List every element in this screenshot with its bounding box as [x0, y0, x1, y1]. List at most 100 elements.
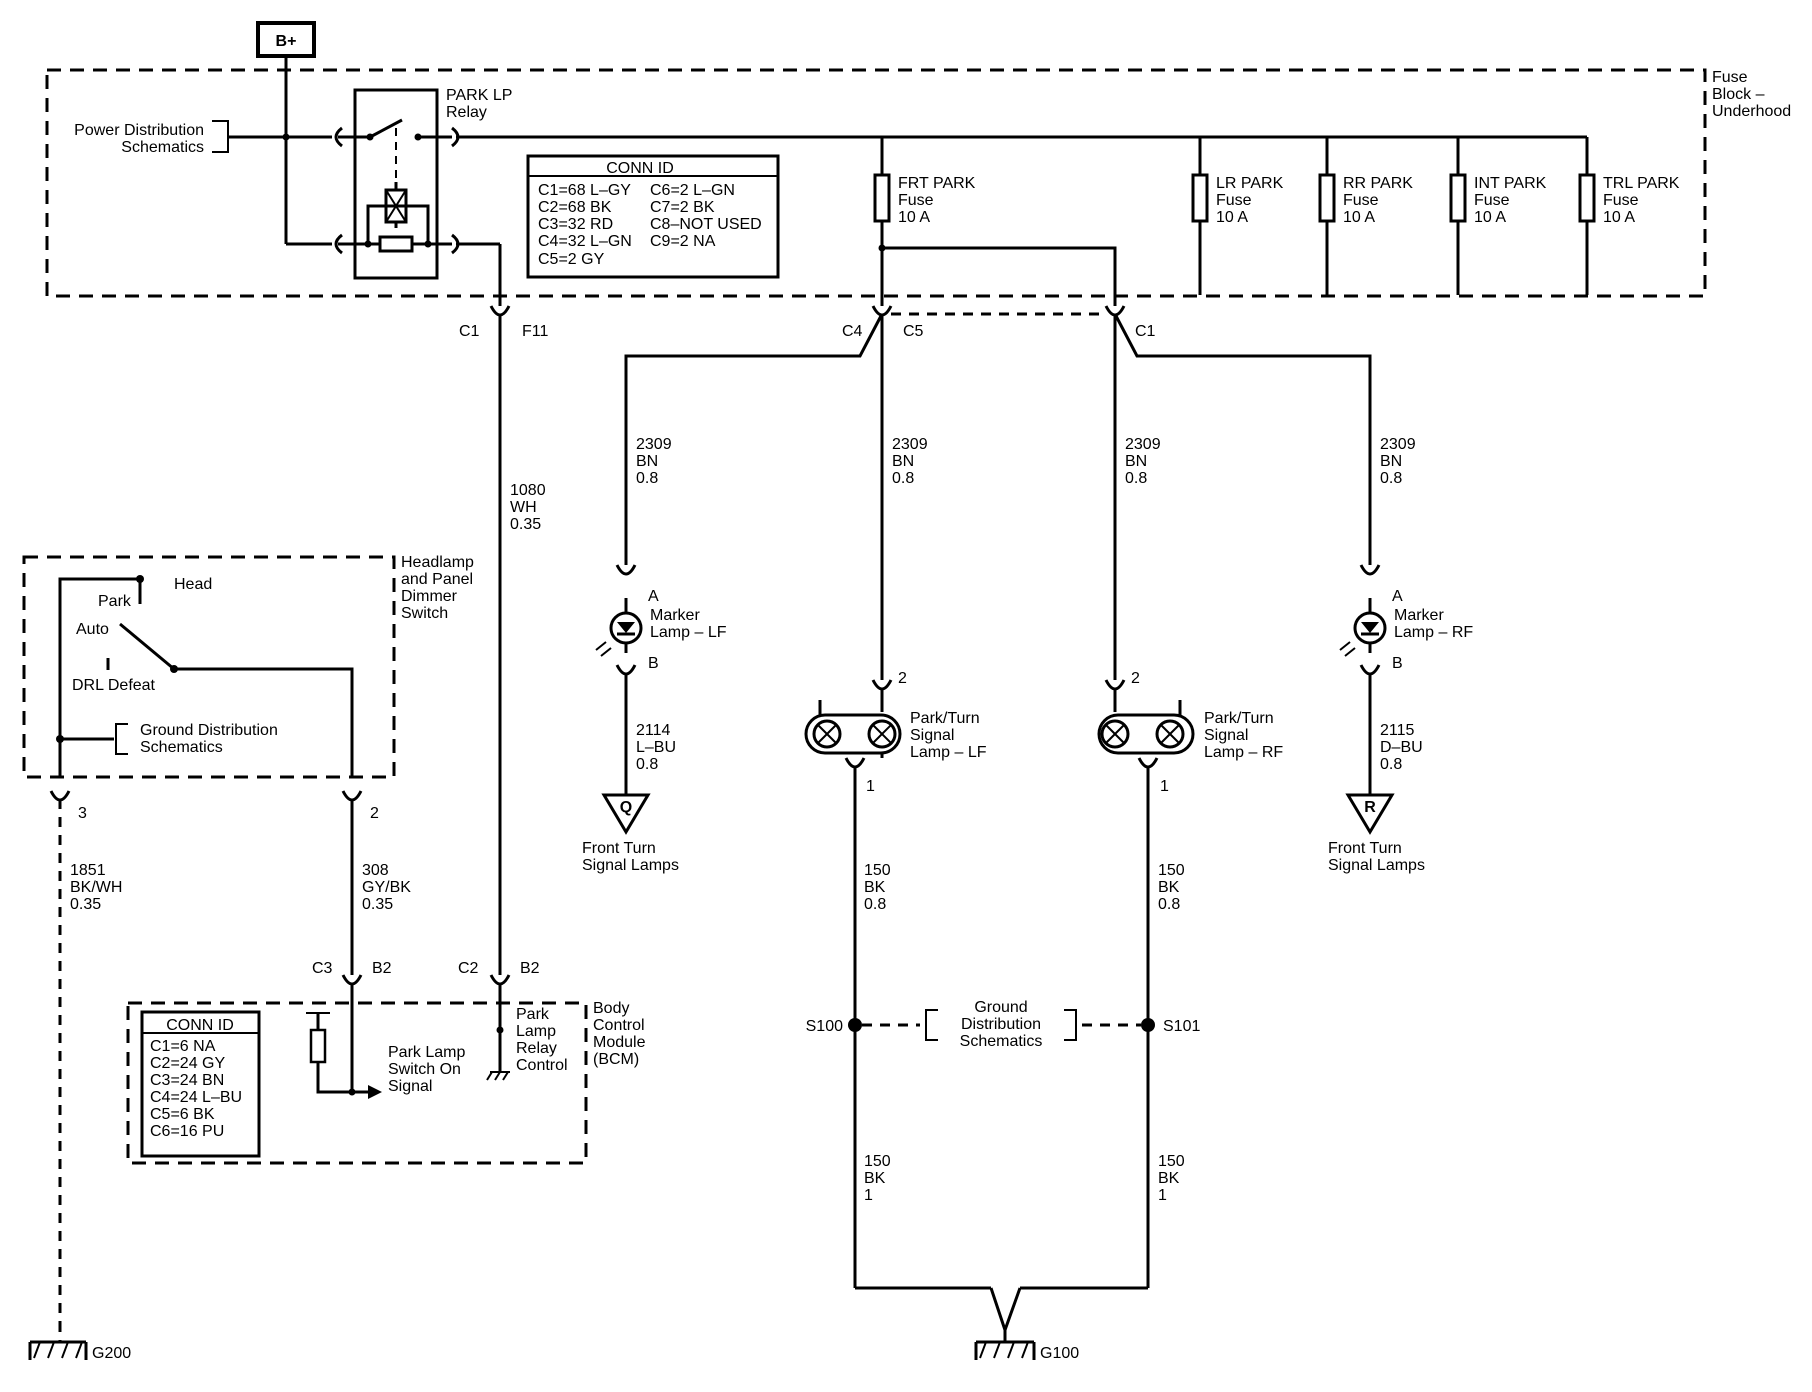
fuse-block-title-2: Block –	[1712, 86, 1765, 103]
conn-c1-right: C1	[1135, 323, 1156, 340]
splice-ground-distribution-ref: Ground Distribution Schematics	[862, 999, 1141, 1050]
fuse-conn-id-title: CONN ID	[606, 160, 674, 177]
svg-text:Lamp – LF: Lamp – LF	[650, 624, 727, 641]
svg-text:Signal Lamps: Signal Lamps	[1328, 857, 1425, 874]
wire-label-2309-d: 2309 BN 0.8	[1380, 436, 1416, 487]
svg-text:BN: BN	[892, 453, 914, 470]
svg-text:DRL Defeat: DRL Defeat	[72, 677, 156, 694]
svg-text:B: B	[1392, 655, 1403, 672]
relay-label-2: Relay	[446, 104, 487, 121]
bplus-box	[256, 21, 316, 58]
bcm-conn-id-table	[140, 1010, 261, 1158]
svg-text:150: 150	[1158, 1153, 1185, 1170]
fuse-conn-id-row: C3=32 RD	[538, 216, 613, 233]
svg-text:1: 1	[864, 1187, 873, 1204]
svg-text:B2: B2	[372, 960, 392, 977]
pds-label-1: Power Distribution	[74, 122, 204, 139]
svg-text:(BCM): (BCM)	[593, 1051, 639, 1068]
svg-text:BN: BN	[636, 453, 658, 470]
svg-text:Switch: Switch	[401, 605, 448, 622]
svg-text:Fuse: Fuse	[1216, 192, 1252, 209]
svg-text:Schematics: Schematics	[960, 1033, 1043, 1050]
svg-text:C6=16 PU: C6=16 PU	[150, 1123, 224, 1140]
svg-text:C1=6 NA: C1=6 NA	[150, 1038, 216, 1055]
svg-text:G100: G100	[1040, 1345, 1079, 1362]
svg-text:RR PARK: RR PARK	[1343, 175, 1413, 192]
svg-text:10 A: 10 A	[1343, 209, 1375, 226]
svg-text:Ground: Ground	[974, 999, 1027, 1016]
svg-text:Module: Module	[593, 1034, 646, 1051]
relay-conn	[334, 233, 343, 255]
svg-text:C5=6 BK: C5=6 BK	[150, 1106, 215, 1123]
wire-label-2114: 2114 L–BU 0.8	[636, 722, 676, 773]
svg-text:Auto: Auto	[76, 621, 109, 638]
svg-text:Marker: Marker	[650, 607, 700, 624]
svg-text:C3=24 BN: C3=24 BN	[150, 1072, 224, 1089]
svg-text:0.35: 0.35	[510, 516, 541, 533]
svg-text:TRL PARK: TRL PARK	[1603, 175, 1680, 192]
svg-text:Signal: Signal	[910, 727, 954, 744]
fuse-block-underhood: Fuse Block – Underhood B+ Power Distribu…	[45, 21, 1791, 306]
svg-text:Control: Control	[593, 1017, 645, 1034]
ground-g200: G200	[28, 1322, 131, 1362]
svg-text:BN: BN	[1380, 453, 1402, 470]
svg-text:0.8: 0.8	[892, 470, 914, 487]
pds-bracket	[212, 120, 229, 153]
svg-text:2: 2	[370, 805, 379, 822]
svg-text:Front Turn: Front Turn	[582, 840, 656, 857]
svg-text:Marker: Marker	[1394, 607, 1444, 624]
svg-text:308: 308	[362, 862, 389, 879]
svg-text:1: 1	[866, 778, 875, 795]
svg-text:L–BU: L–BU	[636, 739, 676, 756]
svg-text:Lamp – LF: Lamp – LF	[910, 744, 987, 761]
svg-text:150: 150	[1158, 862, 1185, 879]
svg-text:0.35: 0.35	[362, 896, 393, 913]
svg-text:Park Lamp: Park Lamp	[388, 1044, 465, 1061]
park-turn-lamp-lf: 2 1 Park/Turn Signal Lamp – LF	[804, 670, 987, 1288]
conn-c5: C5	[903, 323, 924, 340]
svg-text:2: 2	[1131, 670, 1140, 687]
svg-text:0.8: 0.8	[636, 470, 658, 487]
svg-text:0.8: 0.8	[636, 756, 658, 773]
wire-label-2309-a: 2309 BN 0.8	[636, 436, 672, 487]
svg-text:Front Turn: Front Turn	[1328, 840, 1402, 857]
fuse-frt-park: FRT PARK Fuse 10 A	[873, 137, 1117, 306]
svg-text:B2: B2	[520, 960, 540, 977]
ref-q-front-turn: Q Front Turn Signal Lamps	[582, 793, 679, 874]
conn-c1: C1	[459, 323, 480, 340]
wire-label-308: 308 GY/BK 0.35	[362, 862, 411, 913]
marker-lamp-rf: A B Marker Lamp – RF	[1339, 564, 1473, 795]
svg-text:A: A	[648, 588, 659, 605]
svg-text:BK/WH: BK/WH	[70, 879, 122, 896]
svg-text:2: 2	[898, 670, 907, 687]
svg-text:C2=24 GY: C2=24 GY	[150, 1055, 225, 1072]
svg-text:Distribution: Distribution	[961, 1016, 1041, 1033]
svg-text:0.8: 0.8	[1125, 470, 1147, 487]
wire-label-2115: 2115 D–BU 0.8	[1380, 722, 1423, 773]
fuse-int-park: INT PARK Fuse 10 A	[1449, 137, 1547, 295]
svg-text:Switch On: Switch On	[388, 1061, 461, 1078]
svg-text:Park/Turn: Park/Turn	[910, 710, 980, 727]
fuse-conn-id-row: C6=2 L–GN	[650, 182, 735, 199]
svg-text:D–BU: D–BU	[1380, 739, 1423, 756]
headlamp-panel-dimmer-switch: Headlamp and Panel Dimmer Switch Head Pa…	[22, 554, 474, 779]
svg-text:Lamp – RF: Lamp – RF	[1394, 624, 1473, 641]
svg-text:GY/BK: GY/BK	[362, 879, 411, 896]
svg-text:1: 1	[1160, 778, 1169, 795]
ref-r-front-turn: R Front Turn Signal Lamps	[1328, 793, 1425, 874]
svg-text:10 A: 10 A	[1474, 209, 1506, 226]
svg-text:1080: 1080	[510, 482, 546, 499]
svg-text:Body: Body	[593, 1000, 629, 1017]
svg-text:2309: 2309	[636, 436, 672, 453]
svg-text:0.35: 0.35	[70, 896, 101, 913]
wire-label-150-a: 150 BK 0.8	[864, 862, 891, 913]
pds-label-2: Schematics	[121, 139, 204, 156]
svg-text:BK: BK	[864, 879, 886, 896]
wire-label-2309-b: 2309 BN 0.8	[892, 436, 928, 487]
body-control-module: C3 B2 C2 B2 Body Control Module (BCM) CO…	[126, 960, 646, 1165]
bcm-outline	[126, 1001, 588, 1165]
svg-text:LR PARK: LR PARK	[1216, 175, 1284, 192]
park-turn-lamp-rf: 2 1 Park/Turn Signal Lamp – RF	[1097, 670, 1283, 1288]
svg-text:Head: Head	[174, 576, 212, 593]
svg-text:0.8: 0.8	[864, 896, 886, 913]
